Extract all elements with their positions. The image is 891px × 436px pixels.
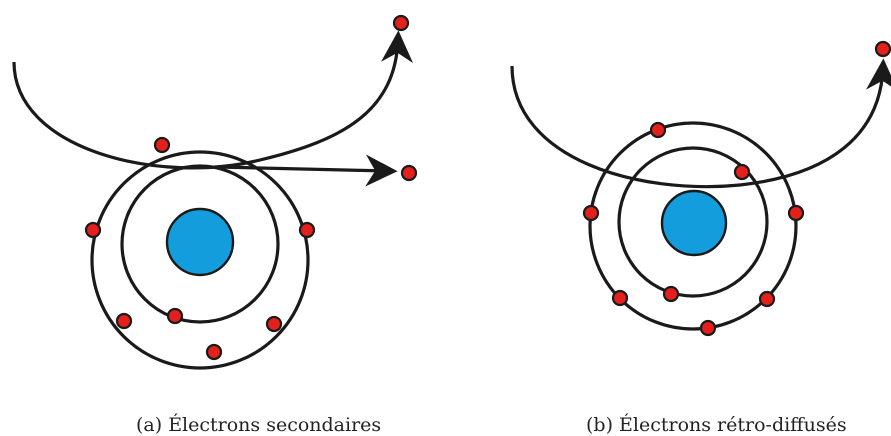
panel-b-backscatter-trajectory [512, 66, 883, 187]
panel-b-orbit-electron [789, 206, 803, 220]
panel-b-orbit-electron [613, 291, 627, 305]
panel-a-atom [86, 138, 314, 368]
panel-a-ejected-electron [394, 16, 408, 30]
panel-a-caption: (a) Électrons secondaires [136, 414, 381, 436]
panel-b-orbit-electron [651, 123, 665, 137]
panel-a-orbit-electron [300, 223, 314, 237]
panel-b-orbit-electron [584, 206, 598, 220]
panel-a-ejected-electron [402, 166, 416, 180]
panel-b-caption: (b) Électrons rétro-diffusés [586, 414, 847, 436]
panel-b-orbit-electron [664, 287, 678, 301]
panel-a-orbit-electron [168, 309, 182, 323]
panel-a-orbit-electron [155, 138, 169, 152]
panel-b-ejected-electron [876, 42, 890, 56]
panel-a-orbit-electron [117, 314, 131, 328]
panel-a-nucleus [167, 209, 233, 275]
panel-a-orbit-electron [86, 223, 100, 237]
panel-a-orbit-electron [267, 317, 281, 331]
panel-a-incident-trajectory [14, 40, 398, 168]
panel-a-orbit-electron [207, 345, 221, 359]
panel-a-ejected-trajectory [218, 167, 388, 171]
panel-b-nucleus [662, 191, 726, 255]
panel-b-orbit-electron [760, 292, 774, 306]
panel-b-atom [584, 123, 803, 335]
panel-b-orbit-electron [735, 165, 749, 179]
panel-b-orbit-electron [701, 321, 715, 335]
